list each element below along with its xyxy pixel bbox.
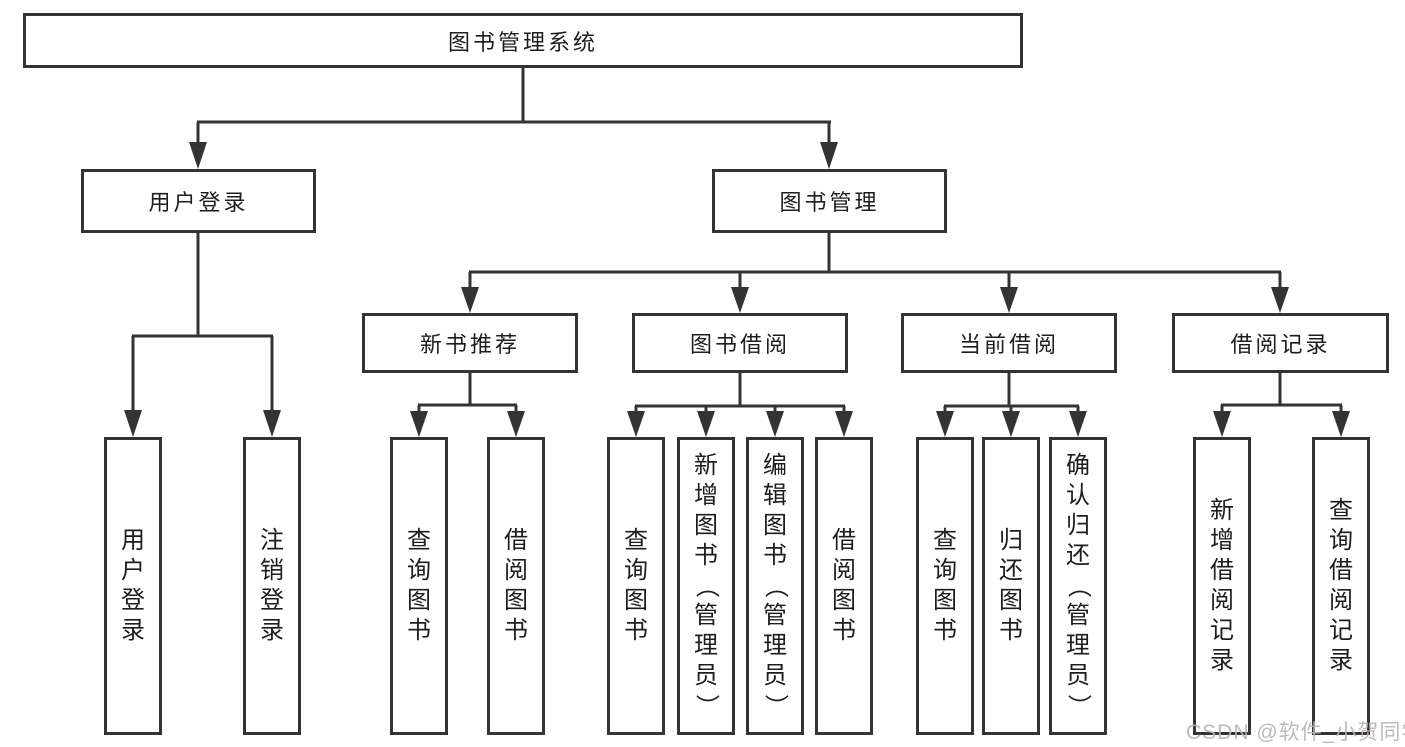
node-current-borrow: 当前借阅	[901, 313, 1117, 373]
node-leaf-add-books-admin: 新增图书（管理员）	[677, 437, 735, 735]
node-leaf-query-books-borrow: 查询图书	[607, 437, 665, 735]
node-label: 编辑图书（管理员）	[762, 452, 789, 718]
node-label: 图书借阅	[689, 332, 790, 357]
node-leaf-add-borrow-record: 新增借阅记录	[1193, 437, 1251, 735]
node-label: 新书推荐	[419, 332, 520, 357]
node-leaf-borrow-books: 借阅图书	[815, 437, 873, 735]
node-label: 当前借阅	[958, 332, 1059, 357]
node-leaf-query-books-current: 查询图书	[916, 437, 974, 735]
node-label: 图书管理	[779, 190, 880, 215]
node-label: 归还图书	[999, 527, 1023, 644]
node-leaf-edit-books-admin: 编辑图书（管理员）	[746, 437, 804, 735]
node-new-book-recommend: 新书推荐	[362, 313, 578, 373]
node-label: 查询图书	[407, 527, 431, 644]
csdn-watermark: CSDN @软件_小贺同学	[1186, 721, 1405, 744]
node-label: 确认归还（管理员）	[1065, 452, 1092, 718]
node-leaf-confirm-return-admin: 确认归还（管理员）	[1049, 437, 1107, 735]
node-label: 查询借阅记录	[1329, 497, 1353, 674]
node-label: 借阅记录	[1230, 332, 1331, 357]
node-library-management-system: 图书管理系统	[23, 13, 1023, 68]
node-leaf-borrow-books-recommend: 借阅图书	[487, 437, 545, 735]
node-book-borrow: 图书借阅	[632, 313, 848, 373]
node-leaf-user-login: 用户登录	[104, 437, 162, 735]
node-label: 查询图书	[933, 527, 957, 644]
node-book-management: 图书管理	[712, 169, 947, 233]
node-label: 查询图书	[624, 527, 648, 644]
node-user-login: 用户登录	[81, 169, 316, 233]
node-label: 借阅图书	[832, 527, 856, 644]
node-leaf-return-books: 归还图书	[982, 437, 1040, 735]
node-label: 新增借阅记录	[1210, 497, 1234, 674]
node-label: 注销登录	[260, 527, 284, 644]
node-label: 图书管理系统	[447, 29, 598, 55]
node-leaf-query-borrow-record: 查询借阅记录	[1312, 437, 1370, 735]
node-label: 用户登录	[121, 527, 145, 644]
node-label: 借阅图书	[504, 527, 528, 644]
node-leaf-query-books-recommend: 查询图书	[390, 437, 448, 735]
node-label: 新增图书（管理员）	[693, 452, 720, 718]
node-label: 用户登录	[148, 190, 249, 215]
node-borrow-record: 借阅记录	[1172, 313, 1389, 373]
node-leaf-logout: 注销登录	[243, 437, 301, 735]
